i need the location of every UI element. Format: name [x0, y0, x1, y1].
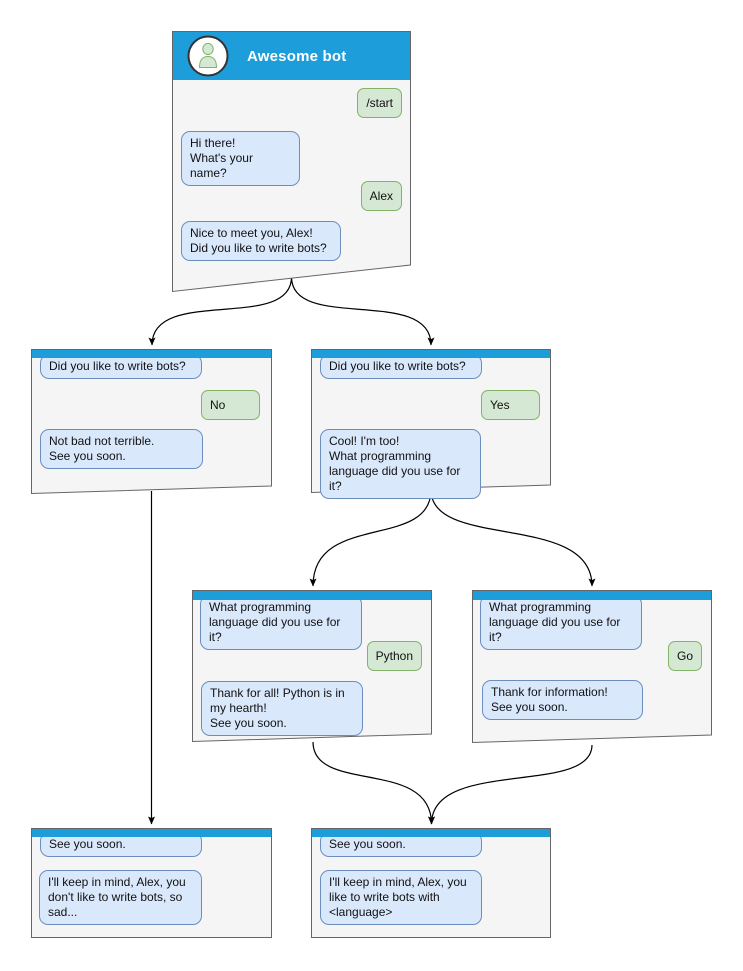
bot-message-bubble: I'll keep in mind, Alex, you like to wri… [320, 870, 482, 925]
chat-window-main: Awesome bot /start Hi there! What's your… [172, 31, 411, 293]
user-reply-bubble: No [201, 390, 260, 420]
bot-avatar-icon [187, 35, 229, 77]
window-titlebar: Awesome bot [173, 32, 410, 80]
chat-window-yes-branch: Did you like to write bots? Yes Cool! I'… [311, 349, 551, 499]
window-titlebar [312, 350, 550, 358]
bot-message-bubble: What programming language did you use fo… [200, 595, 362, 650]
user-reply-bubble: Python [366, 641, 422, 671]
bot-message-bubble: Cool! I'm too! What programming language… [320, 429, 481, 499]
user-reply-bubble: Yes [481, 390, 540, 420]
edge-go-to-end [428, 744, 593, 825]
bot-message-bubble: Not bad not terrible. See you soon. [40, 429, 203, 469]
bot-message-bubble: I'll keep in mind, Alex, you don't like … [39, 870, 202, 925]
user-reply-bubble: Go [667, 641, 702, 671]
bot-message-bubble: Did you like to write bots? [40, 354, 202, 379]
window-titlebar [473, 591, 711, 600]
bot-name-title: Awesome bot [247, 47, 347, 65]
chat-window-no-branch: Did you like to write bots? No Not bad n… [31, 349, 272, 495]
bot-message-bubble: Thank for all! Python is in my hearth! S… [201, 681, 363, 736]
bot-message-bubble: Nice to meet you, Alex! Did you like to … [181, 221, 341, 261]
bot-message-bubble: Thank for information! See you soon. [482, 680, 643, 720]
edge-yes-to-go [430, 489, 596, 587]
bot-message-bubble: Did you like to write bots? [320, 354, 482, 379]
chat-window-end-no: See you soon. I'll keep in mind, Alex, y… [31, 828, 272, 938]
window-titlebar [312, 829, 550, 837]
bot-message-bubble: Hi there! What's your name? [181, 131, 300, 186]
window-titlebar [193, 591, 431, 600]
edge-main-to-yes [290, 276, 435, 346]
window-titlebar [32, 350, 271, 358]
chat-window-end-yes: See you soon. I'll keep in mind, Alex, y… [311, 828, 551, 938]
edge-main-to-no [148, 276, 293, 346]
edge-yes-to-python [309, 489, 432, 587]
chat-window-python-branch: What programming language did you use fo… [192, 590, 432, 743]
window-titlebar [32, 829, 271, 837]
edge-python-to-end [312, 741, 435, 825]
bot-message-bubble: What programming language did you use fo… [480, 595, 642, 650]
chat-window-go-branch: What programming language did you use fo… [472, 590, 712, 744]
user-reply-bubble: /start [357, 88, 402, 118]
user-reply-bubble: Alex [360, 181, 402, 211]
